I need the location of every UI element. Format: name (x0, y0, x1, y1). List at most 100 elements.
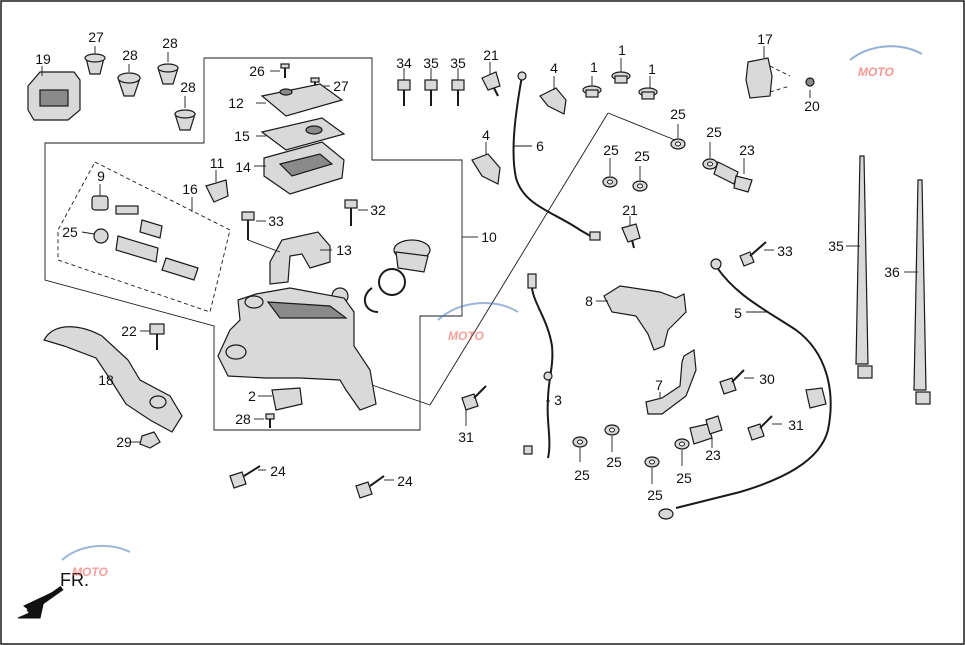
part-35-bolt-b[interactable] (424, 68, 438, 106)
callout-17: 17 (757, 31, 773, 47)
svg-text:MOTO: MOTO (858, 65, 894, 79)
part-4-clip-a[interactable] (539, 76, 567, 115)
part-17-bracket[interactable] (745, 46, 791, 99)
part-35-bolt-a[interactable] (397, 68, 411, 106)
part-36-cable-tie-a[interactable] (846, 155, 873, 379)
callout-7: 7 (655, 377, 663, 393)
callout-30: 30 (759, 371, 775, 387)
part-25-washer-d[interactable] (702, 142, 718, 170)
master-cylinder-body[interactable] (217, 287, 377, 411)
part-o-ring[interactable] (378, 268, 406, 296)
part-28-cap-c[interactable] (157, 52, 179, 85)
part-25-washer-g[interactable] (644, 456, 660, 484)
callout-21: 21 (622, 202, 638, 218)
part-29-screw[interactable] (254, 413, 275, 428)
part-9-seal[interactable] (91, 184, 109, 211)
part-25-washer-f[interactable] (604, 424, 620, 452)
watermark-logo: MOTO (849, 45, 923, 79)
callout-25: 25 (676, 470, 692, 486)
part-1-grommet-c[interactable] (638, 76, 658, 100)
part-35-bolt-c[interactable] (451, 68, 465, 106)
part-25-washer-b[interactable] (602, 158, 618, 188)
callout-25: 25 (647, 487, 663, 503)
part-33-bolt-a[interactable] (241, 211, 266, 240)
callout-33: 33 (268, 213, 284, 229)
part-33-bolt-b[interactable] (344, 199, 368, 226)
part-24-bolt-b[interactable] (355, 475, 394, 499)
part-22-pivot-bolt[interactable] (140, 323, 165, 350)
part-21-fitting-a[interactable] (481, 62, 501, 97)
part-28-cap-d[interactable] (174, 96, 196, 131)
part-circlip[interactable] (363, 287, 379, 313)
part-3-speed-sensor-wire[interactable] (523, 273, 554, 459)
part-1-grommet-b[interactable] (611, 58, 631, 84)
callout-11: 11 (210, 155, 225, 171)
part-25-washer-h[interactable] (674, 438, 690, 466)
part-16-piston[interactable] (115, 235, 159, 263)
part-15-gasket[interactable] (256, 117, 346, 151)
part-14-diaphragm[interactable] (254, 141, 345, 195)
part-20-nut[interactable] (805, 77, 815, 98)
callout-19: 19 (35, 51, 51, 67)
part-4-clip-b[interactable] (471, 142, 501, 185)
callout-10: 10 (481, 229, 497, 245)
part-16-spring-small[interactable] (139, 219, 163, 239)
part-19-switch-housing[interactable] (27, 66, 81, 121)
group-outline-16 (57, 161, 231, 313)
callout-33: 33 (777, 243, 793, 259)
part-11-clip[interactable] (205, 170, 229, 203)
part-25-washer-c[interactable] (632, 166, 648, 192)
part-2-brake-switch[interactable] (258, 387, 303, 411)
group-outline-master-cylinder (44, 57, 463, 431)
part-23-banjo-bolt-b[interactable] (689, 415, 723, 448)
part-21-fitting-b[interactable] (621, 216, 641, 249)
callout-28: 28 (235, 411, 251, 427)
part-5-brake-hose-lower[interactable] (658, 258, 832, 520)
part-32-bolt[interactable] (461, 385, 487, 426)
part-13-clamp[interactable] (247, 231, 332, 285)
callout-1: 1 (590, 59, 598, 75)
part-dust-boot[interactable] (393, 239, 431, 273)
part-16-piston-pin[interactable] (115, 205, 139, 215)
part-8-bracket[interactable] (596, 285, 687, 351)
part-7-bracket[interactable] (645, 348, 697, 415)
callout-35: 35 (828, 238, 844, 254)
callout-28: 28 (162, 35, 178, 51)
part-36-cable-tie-b[interactable] (904, 179, 931, 405)
pipe-route-line-3 (371, 384, 431, 406)
part-25-washer-a[interactable] (670, 124, 686, 150)
watermark-logo: MOTO (437, 302, 519, 343)
part-23-banjo-bolt-a[interactable] (713, 158, 753, 193)
part-31-bolt-a[interactable] (719, 369, 754, 395)
callout-3: 3 (554, 392, 562, 408)
part-34-bolt[interactable] (739, 241, 774, 267)
part-28-cap-b[interactable] (117, 64, 141, 97)
part-12-reservoir-cover[interactable] (256, 83, 344, 117)
callout-12: 12 (228, 95, 244, 111)
callout-25: 25 (62, 224, 78, 240)
callout-25: 25 (670, 106, 686, 122)
part-31-bolt-b[interactable] (747, 415, 782, 441)
part-26-circlip[interactable] (81, 228, 109, 244)
part-6-brake-hose[interactable] (512, 71, 601, 241)
callout-28: 28 (122, 47, 138, 63)
part-18-brake-lever[interactable] (43, 326, 183, 433)
callout-25: 25 (603, 142, 619, 158)
part-30-nut[interactable] (130, 431, 161, 449)
callout-25: 25 (606, 454, 622, 470)
part-27-screw-a[interactable] (270, 63, 290, 78)
callout-23: 23 (705, 447, 721, 463)
callout-21: 21 (483, 47, 499, 63)
part-24-bolt-a[interactable] (229, 465, 266, 489)
part-25-washer-e[interactable] (572, 436, 588, 462)
part-16-spring[interactable] (161, 257, 199, 281)
part-28-cap-a[interactable] (84, 46, 106, 75)
callout-32: 32 (370, 202, 386, 218)
part-1-grommet-a[interactable] (582, 76, 602, 98)
callout-25: 25 (634, 148, 650, 164)
callout-24: 24 (270, 463, 286, 479)
callout-31: 31 (788, 417, 804, 433)
